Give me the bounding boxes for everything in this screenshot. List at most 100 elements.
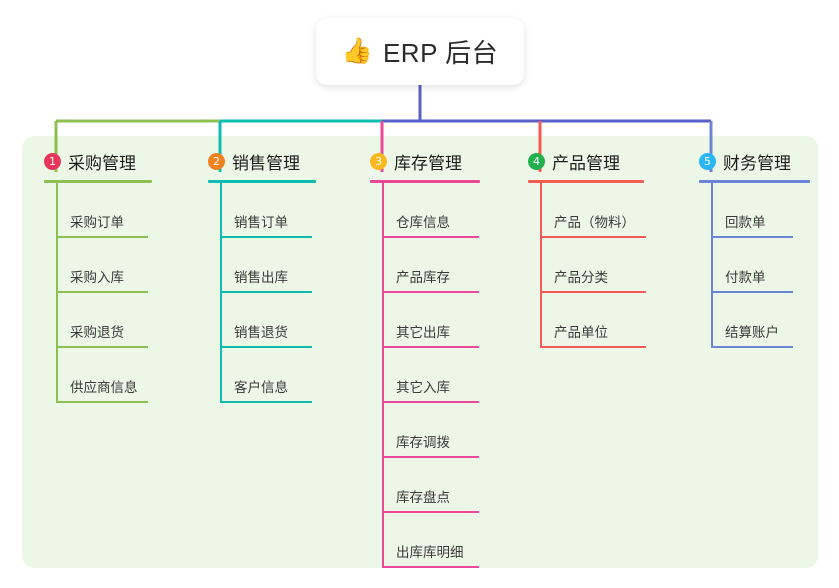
leaf-item[interactable]: 产品库存 — [370, 238, 480, 293]
leaf-underline — [220, 236, 312, 238]
leaf-label: 其它出库 — [396, 325, 450, 340]
leaf-item[interactable]: 其它出库 — [370, 293, 480, 348]
leaf-underline — [56, 401, 148, 403]
leaf-spine — [56, 183, 58, 238]
leaf-list-3: 仓库信息产品库存其它出库其它入库库存调拨库存盘点出库库明细 — [370, 183, 480, 568]
leaf-item[interactable]: 回款单 — [699, 183, 810, 238]
leaf-label: 仓库信息 — [396, 215, 450, 230]
leaf-item[interactable]: 客户信息 — [208, 348, 316, 403]
leaf-item[interactable]: 销售出库 — [208, 238, 316, 293]
leaf-list-1: 采购订单采购入库采购退货供应商信息 — [44, 183, 152, 403]
branch-underline-3 — [370, 180, 480, 183]
leaf-underline — [540, 291, 646, 293]
branch-header-5[interactable]: 5 财务管理 — [699, 148, 810, 174]
branch-badge-3: 3 — [370, 152, 387, 170]
branch-badge-2: 2 — [208, 152, 225, 170]
leaf-item[interactable]: 库存盘点 — [370, 458, 480, 513]
root-node-content: 👍 ERP 后台 — [342, 33, 498, 70]
leaf-underline — [711, 346, 793, 348]
leaf-item[interactable]: 采购退货 — [44, 293, 152, 348]
leaf-spine — [540, 238, 542, 293]
branch-title-2: 销售管理 — [232, 153, 300, 173]
branch-header-3[interactable]: 3 库存管理 — [370, 148, 480, 174]
branch-badge-5: 5 — [699, 152, 716, 170]
leaf-underline — [382, 511, 479, 513]
leaf-spine — [540, 183, 542, 238]
leaf-item[interactable]: 供应商信息 — [44, 348, 152, 403]
leaf-spine — [382, 458, 384, 513]
leaf-item[interactable]: 库存调拨 — [370, 403, 480, 458]
leaf-underline — [382, 401, 479, 403]
leaf-label: 其它入库 — [396, 380, 450, 395]
branch-title-3: 库存管理 — [394, 153, 462, 173]
branch-header-4[interactable]: 4 产品管理 — [528, 148, 644, 174]
leaf-label: 销售退货 — [234, 325, 288, 340]
branch-underline-2 — [208, 180, 316, 183]
leaf-spine — [382, 513, 384, 568]
branch-header-1[interactable]: 1 采购管理 — [44, 148, 152, 174]
leaf-underline — [382, 291, 479, 293]
leaf-label: 采购退货 — [70, 325, 124, 340]
branch-column-3: 3 库存管理仓库信息产品库存其它出库其它入库库存调拨库存盘点出库库明细 — [370, 148, 480, 568]
branches-panel — [22, 136, 818, 568]
branch-header-2[interactable]: 2 销售管理 — [208, 148, 316, 174]
leaf-spine — [56, 238, 58, 293]
leaf-underline — [220, 401, 312, 403]
leaf-label: 产品（物料） — [554, 215, 635, 230]
branch-title-4: 产品管理 — [552, 153, 620, 173]
leaf-spine — [382, 293, 384, 348]
branch-title-1: 采购管理 — [68, 153, 136, 173]
root-node[interactable]: 👍 ERP 后台 — [316, 18, 524, 85]
branch-badge-4: 4 — [528, 152, 545, 170]
leaf-underline — [711, 236, 793, 238]
leaf-underline — [56, 236, 148, 238]
leaf-underline — [220, 291, 312, 293]
leaf-item[interactable]: 产品单位 — [528, 293, 646, 348]
leaf-item[interactable]: 付款单 — [699, 238, 810, 293]
leaf-item[interactable]: 仓库信息 — [370, 183, 480, 238]
leaf-item[interactable]: 销售退货 — [208, 293, 316, 348]
leaf-list-5: 回款单付款单结算账户 — [699, 183, 810, 348]
thumbs-up-icon: 👍 — [341, 37, 373, 65]
leaf-label: 产品分类 — [554, 270, 608, 285]
leaf-label: 销售出库 — [234, 270, 288, 285]
leaf-underline — [56, 346, 148, 348]
leaf-item[interactable]: 产品（物料） — [528, 183, 646, 238]
leaf-label: 销售订单 — [234, 215, 288, 230]
leaf-spine — [220, 293, 222, 348]
leaf-underline — [382, 456, 479, 458]
leaf-underline — [382, 236, 479, 238]
leaf-spine — [220, 238, 222, 293]
leaf-label: 结算账户 — [725, 325, 779, 340]
leaf-label: 库存盘点 — [396, 490, 450, 505]
leaf-item[interactable]: 其它入库 — [370, 348, 480, 403]
leaf-item[interactable]: 出库库明细 — [370, 513, 480, 568]
leaf-item[interactable]: 销售订单 — [208, 183, 316, 238]
leaf-label: 库存调拨 — [396, 435, 450, 450]
leaf-item[interactable]: 产品分类 — [528, 238, 646, 293]
branch-title-5: 财务管理 — [723, 153, 791, 173]
leaf-label: 采购入库 — [70, 270, 124, 285]
leaf-label: 付款单 — [725, 270, 766, 285]
leaf-underline — [540, 346, 646, 348]
leaf-item[interactable]: 采购入库 — [44, 238, 152, 293]
branch-badge-1: 1 — [44, 152, 61, 170]
leaf-spine — [382, 348, 384, 403]
leaf-underline — [711, 291, 793, 293]
leaf-item[interactable]: 结算账户 — [699, 293, 810, 348]
leaf-underline — [382, 346, 479, 348]
leaf-underline — [56, 291, 148, 293]
leaf-spine — [56, 348, 58, 403]
leaf-list-4: 产品（物料） 产品分类产品单位 — [528, 183, 646, 348]
branch-column-2: 2 销售管理销售订单销售出库销售退货客户信息 — [208, 148, 316, 403]
leaf-spine — [56, 293, 58, 348]
leaf-spine — [382, 183, 384, 238]
leaf-label: 供应商信息 — [70, 380, 138, 395]
leaf-spine — [382, 238, 384, 293]
leaf-item[interactable]: 采购订单 — [44, 183, 152, 238]
leaf-underline — [220, 346, 312, 348]
leaf-spine — [382, 403, 384, 458]
leaf-underline — [382, 566, 479, 568]
branch-underline-5 — [699, 180, 810, 183]
